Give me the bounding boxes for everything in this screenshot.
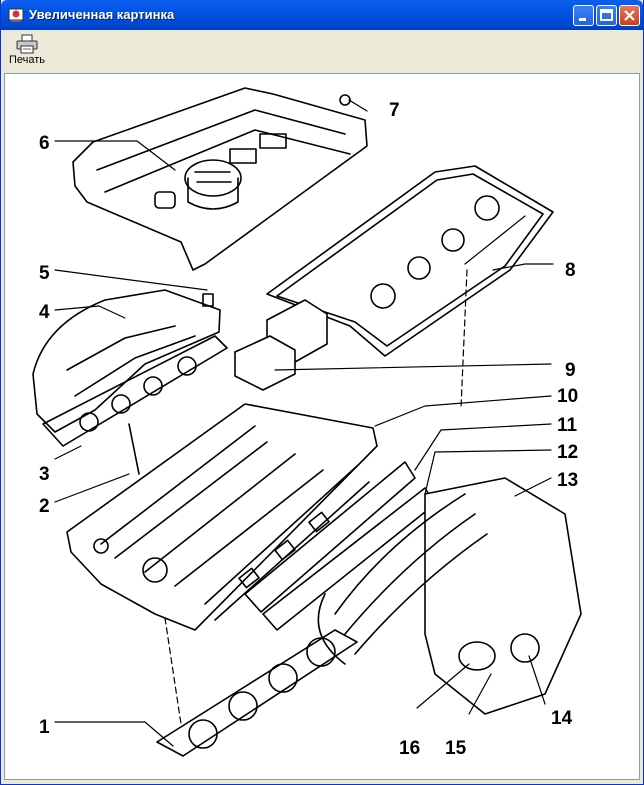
close-button[interactable]	[619, 5, 640, 26]
app-icon	[8, 8, 24, 22]
callout-8: 8	[565, 260, 576, 281]
printer-icon	[16, 34, 38, 54]
callout-4: 4	[39, 302, 50, 323]
title-bar[interactable]: Увеличенная картинка	[1, 0, 643, 30]
callout-14: 14	[551, 708, 573, 729]
maximize-icon	[600, 9, 613, 21]
print-button[interactable]: Печать	[5, 32, 49, 70]
minimize-icon	[579, 18, 586, 21]
callout-9: 9	[565, 360, 576, 381]
valve-cover	[72, 87, 368, 271]
callout-12: 12	[557, 442, 578, 463]
callout-3: 3	[39, 464, 50, 485]
window-title: Увеличенная картинка	[29, 7, 175, 22]
callout-5: 5	[39, 263, 50, 284]
bearing-caps	[234, 299, 328, 391]
callout-13: 13	[557, 470, 578, 491]
bolt-5	[202, 293, 214, 307]
leader-lines	[54, 99, 554, 747]
print-label: Печать	[8, 54, 46, 66]
cylinder-head	[66, 403, 378, 631]
callout-numbers: 1 2 3 4 5 6 7 8 9 10 11 12 13 14 15 16	[39, 100, 578, 759]
intake-manifold	[317, 477, 582, 715]
maximize-button[interactable]	[596, 5, 617, 26]
callout-15: 15	[445, 738, 467, 759]
callout-2: 2	[39, 496, 50, 517]
callout-16: 16	[399, 738, 420, 759]
head-gasket	[156, 629, 358, 757]
image-area: 1 2 3 4 5 6 7 8 9 10 11 12 13 14 15 16	[4, 73, 640, 780]
callout-7: 7	[389, 100, 400, 121]
callout-10: 10	[557, 386, 578, 407]
toolbar: Печать	[1, 30, 643, 72]
close-icon	[624, 10, 635, 21]
callout-11: 11	[557, 415, 578, 436]
valve-cover-gasket	[266, 165, 554, 357]
engine-exploded-diagram: 1 2 3 4 5 6 7 8 9 10 11 12 13 14 15 16	[32, 87, 582, 759]
callout-6: 6	[39, 133, 50, 154]
manifold-gasket	[42, 335, 228, 447]
minimize-button[interactable]	[573, 5, 594, 26]
head-bolt	[128, 423, 140, 475]
callout-1: 1	[39, 717, 50, 738]
